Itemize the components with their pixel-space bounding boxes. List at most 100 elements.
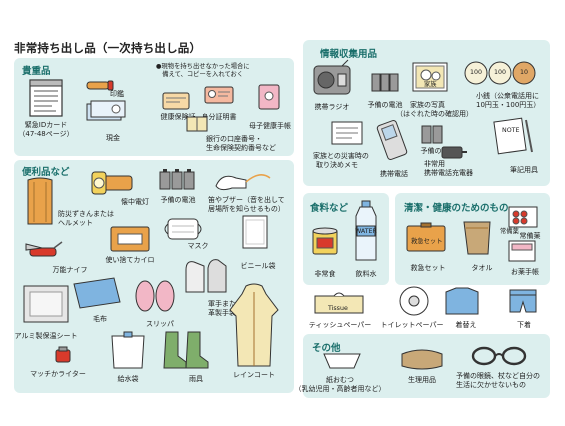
boots-icon	[160, 330, 212, 370]
kairo-label: 使い捨てカイロ	[105, 256, 155, 264]
helmet-label-1: 防災ずきんまたは	[58, 210, 114, 218]
towel-label: タオル	[471, 264, 493, 272]
whistle-label-2: 居場所を知らせるもの）	[208, 205, 285, 213]
coin-10: 10	[520, 69, 529, 76]
id-card-label-2: （47-48ページ）	[18, 130, 74, 138]
id-card-icon	[28, 78, 64, 118]
gloves-label-1: 軍手または	[208, 300, 243, 308]
health-card-icon	[162, 92, 190, 110]
underwear-icon	[508, 288, 538, 314]
family-photo-label-1: 家族の写真	[410, 101, 445, 109]
toilet-paper-icon	[398, 286, 430, 316]
hygiene-title: 清潔・健康のためのもの	[404, 203, 509, 214]
battery-label: 予備の電池	[160, 196, 196, 204]
convenience-title: 便利品など	[22, 167, 70, 178]
bankbook-icon	[186, 116, 208, 132]
diaper-icon	[322, 352, 362, 370]
food-label: 非常食	[314, 270, 336, 278]
first-aid-label: 救急セット	[410, 264, 446, 272]
radio-icon	[312, 59, 352, 96]
lighter-label: マッチかライター	[30, 370, 86, 378]
info-battery2-icon	[420, 122, 444, 144]
blanket-label: 毛布	[93, 315, 107, 323]
id-card-label-1: 緊急IDカード	[24, 121, 68, 129]
medicine-label: 常備薬	[519, 232, 541, 240]
cash-label: 現金	[106, 134, 120, 142]
bank-label-1: 銀行の口座番号・	[206, 135, 262, 143]
raincoat-icon	[226, 282, 282, 368]
phone-icon	[376, 120, 408, 160]
knife-label: 万能ナイフ	[52, 266, 88, 274]
family-photo-icon	[412, 62, 448, 92]
water-bottle-icon	[352, 200, 380, 262]
info-battery2-label: 予備の電池	[420, 147, 456, 155]
phone-label: 携帯電話	[380, 170, 408, 178]
tissue-badge: Tissue	[328, 305, 348, 312]
sanitary-label: 生理用品	[408, 376, 436, 384]
lighter-icon	[52, 346, 74, 364]
sanitary-icon	[400, 348, 444, 370]
whistle-icon	[212, 168, 272, 194]
water-bag-label: 給水袋	[117, 375, 139, 383]
notebook-text: NOTE	[502, 127, 520, 134]
charger-label-1: 非常用	[424, 160, 445, 168]
vinyl-bag-label: ビニール袋	[240, 262, 276, 270]
coins-icon	[462, 60, 546, 86]
knife-icon	[24, 240, 64, 260]
alumi-sheet-label: アルミ製保温シート	[14, 332, 78, 340]
notebook-icon	[493, 116, 534, 156]
boots-label: 雨具	[189, 375, 203, 383]
inkan-icon	[86, 79, 114, 91]
family-photo-label-2: （はぐれた時の確認用）	[396, 110, 473, 118]
battery-icon	[158, 168, 198, 190]
glasses-label-2: 生活に欠かせないもの	[456, 381, 526, 389]
slippers-label: スリッパ	[146, 320, 174, 328]
slippers-icon	[134, 276, 176, 312]
mask-icon	[160, 216, 206, 242]
mother-child-icon	[258, 84, 280, 110]
underwear-label: 下着	[517, 321, 531, 329]
gloves-icon	[182, 256, 230, 294]
id-papers-label: 身分証明書	[201, 113, 237, 121]
coin-100-b: 100	[494, 69, 507, 76]
alumi-sheet-icon	[22, 284, 70, 324]
change-clothes-icon	[442, 286, 482, 316]
coins-label-1: 小銭（公衆電話用に	[476, 92, 539, 100]
raincoat-label: レインコート	[233, 371, 275, 379]
inkan-label: 印鑑	[110, 90, 124, 98]
page-title: 非常持ち出し品（一次持ち出し品）	[14, 41, 202, 55]
tissue-icon	[314, 292, 364, 314]
health-card-label: 健康保険証	[160, 113, 196, 121]
writing-label: 筆記用具	[510, 166, 538, 174]
whistle-label-1: 笛やブザー（音を出して	[208, 196, 285, 204]
toilet-paper-label: トイレットペーパー	[380, 321, 444, 329]
water-bag-icon	[108, 330, 148, 370]
memo-label-1: 家族との災害時の	[313, 152, 369, 160]
change-clothes-label: 着替え	[455, 321, 477, 329]
blanket-icon	[72, 276, 122, 310]
gloves-label-2: 革製手袋	[208, 309, 236, 317]
mother-child-label: 母子健康手帳	[249, 122, 291, 130]
info-battery-icon	[370, 70, 400, 92]
coin-100-a: 100	[470, 69, 483, 76]
water-bottle-label-text: WATER	[355, 228, 377, 235]
family-photo-badge: 家族	[424, 81, 437, 88]
kairo-icon	[110, 226, 150, 252]
vinyl-bag-icon	[240, 214, 270, 250]
helmet-icon	[24, 176, 56, 228]
info-battery-label: 予備の電池	[367, 101, 403, 109]
glasses-label-1: 予備の眼鏡、杖など自分の	[456, 372, 540, 380]
glasses-icon	[470, 344, 528, 366]
charger-label-2: 携帯電話充電器	[424, 169, 473, 177]
diaper-label-2: （乳幼児用・高齢者用など）	[294, 385, 386, 393]
radio-label: 携帯ラジオ	[314, 103, 350, 111]
tissue-label: ティッシュペーパー	[308, 321, 372, 329]
memo-label-2: 取り決めメモ	[316, 161, 358, 169]
first-aid-badge: 救急セット	[411, 238, 443, 245]
charger-icon	[440, 144, 468, 160]
valuables-title: 貴重品	[22, 66, 51, 77]
helmet-label-2: ヘルメット	[58, 219, 93, 227]
bank-label-2: 生命保険契約番号など	[206, 144, 276, 152]
med-book-label: お薬手帳	[511, 268, 539, 276]
copy-note-line-1: ●現物を持ち出せなかった場合に	[156, 63, 250, 70]
